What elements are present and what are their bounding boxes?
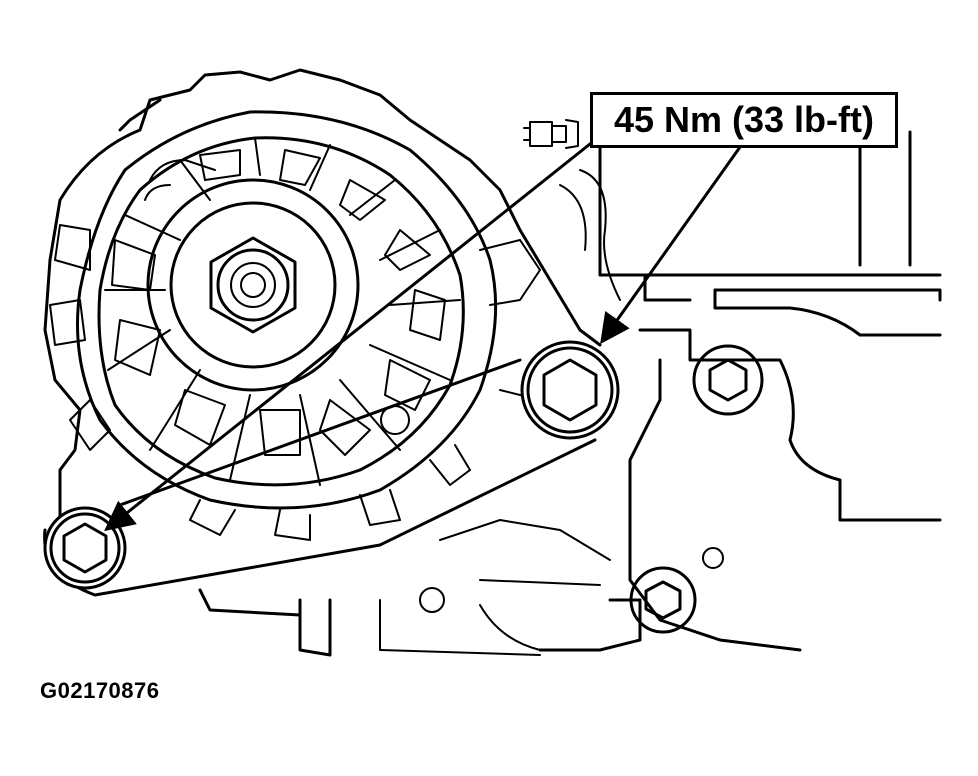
torque-spec-callout: 45 Nm (33 lb-ft) — [590, 92, 898, 148]
torque-spec-text: 45 Nm (33 lb-ft) — [613, 99, 875, 140]
electrical-connector-icon — [523, 119, 579, 149]
alternator-icon — [43, 68, 724, 613]
figure-id-code: G02170876 — [40, 678, 160, 703]
leader-arrow-icon — [104, 138, 747, 532]
hex-bolt-icon — [43, 340, 764, 634]
bracket-strap — [43, 358, 597, 597]
